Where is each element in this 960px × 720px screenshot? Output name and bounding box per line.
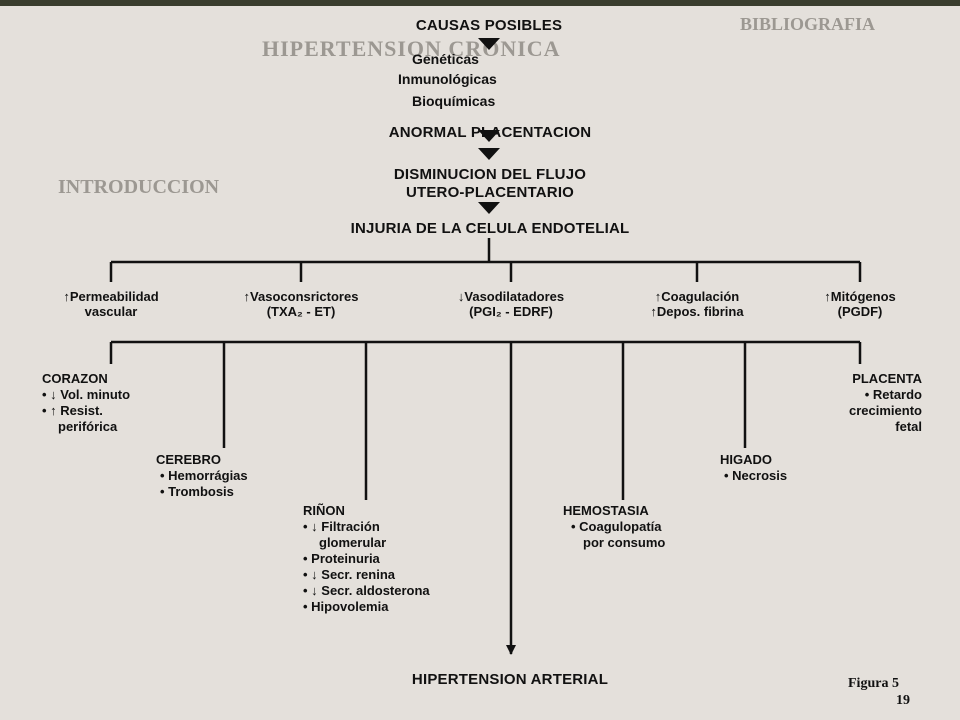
organ-title: HEMOSTASIA (563, 503, 649, 518)
chain-title: CAUSAS POSIBLES (415, 17, 563, 34)
organ-higado: HIGADO • Necrosis (720, 452, 788, 483)
result-hipertension-arterial: HIPERTENSION ARTERIAL (411, 671, 609, 688)
organ-corazon: CORAZON • ↓ Vol. minuto • ↑ Resist. peri… (42, 371, 131, 434)
organ-hemostasia: HEMOSTASIA • Coagulopatía por consumo (563, 503, 666, 550)
cause-geneticas: Genéticas (412, 51, 479, 67)
arrow-down-icon (478, 148, 500, 160)
organ-title: PLACENTA (852, 371, 922, 386)
factor-mitogenos: ↑Mitógenos(PGDF) (824, 289, 896, 319)
factor-vasodilatadores: ↓Vasodilatadores(PGI₂ - EDRF) (457, 289, 565, 319)
factor-branch-lines (109, 238, 862, 282)
page-number: 19 (896, 693, 910, 708)
organ-title: RIÑON (303, 503, 345, 518)
chain-arrows (478, 38, 500, 214)
organ-title: HIGADO (720, 452, 772, 467)
step-anormal-placentacion: ANORMAL PLACENTACION (388, 124, 592, 141)
organ-placenta: PLACENTA • Retardo crecimiento fetal (792, 371, 922, 435)
cause-bioquimicas: Bioquímicas (412, 93, 496, 109)
organ-title: CORAZON (42, 371, 108, 386)
arrow-down-icon (478, 130, 500, 142)
factor-vasoconstrictores: ↑Vasoconsrictores(TXA₂ - ET) (243, 289, 359, 319)
arrow-down-icon (478, 38, 500, 50)
arrow-down-icon (478, 202, 500, 214)
organ-rinon: RIÑON • ↓ Filtración glomerular • Protei… (303, 503, 430, 614)
organ-branch-lines (109, 340, 862, 500)
organ-cerebro: CEREBRO • Hemorrágias • Trombosis (156, 452, 248, 499)
factor-coagulacion: ↑Coagulación↑Depos. fibrina (650, 289, 744, 319)
top-border (0, 0, 960, 6)
figure-label: Figura 5 (848, 676, 899, 691)
step-disminucion-flujo-2: UTERO-PLACENTARIO (405, 184, 575, 201)
step-injuria-endotelial: INJURIA DE LA CELULA ENDOTELIAL (350, 220, 630, 237)
step-disminucion-flujo-1: DISMINUCION DEL FLUJO (393, 166, 587, 183)
cause-inmunologicas: Inmunológicas (398, 71, 497, 87)
organ-title: CEREBRO (156, 452, 222, 467)
